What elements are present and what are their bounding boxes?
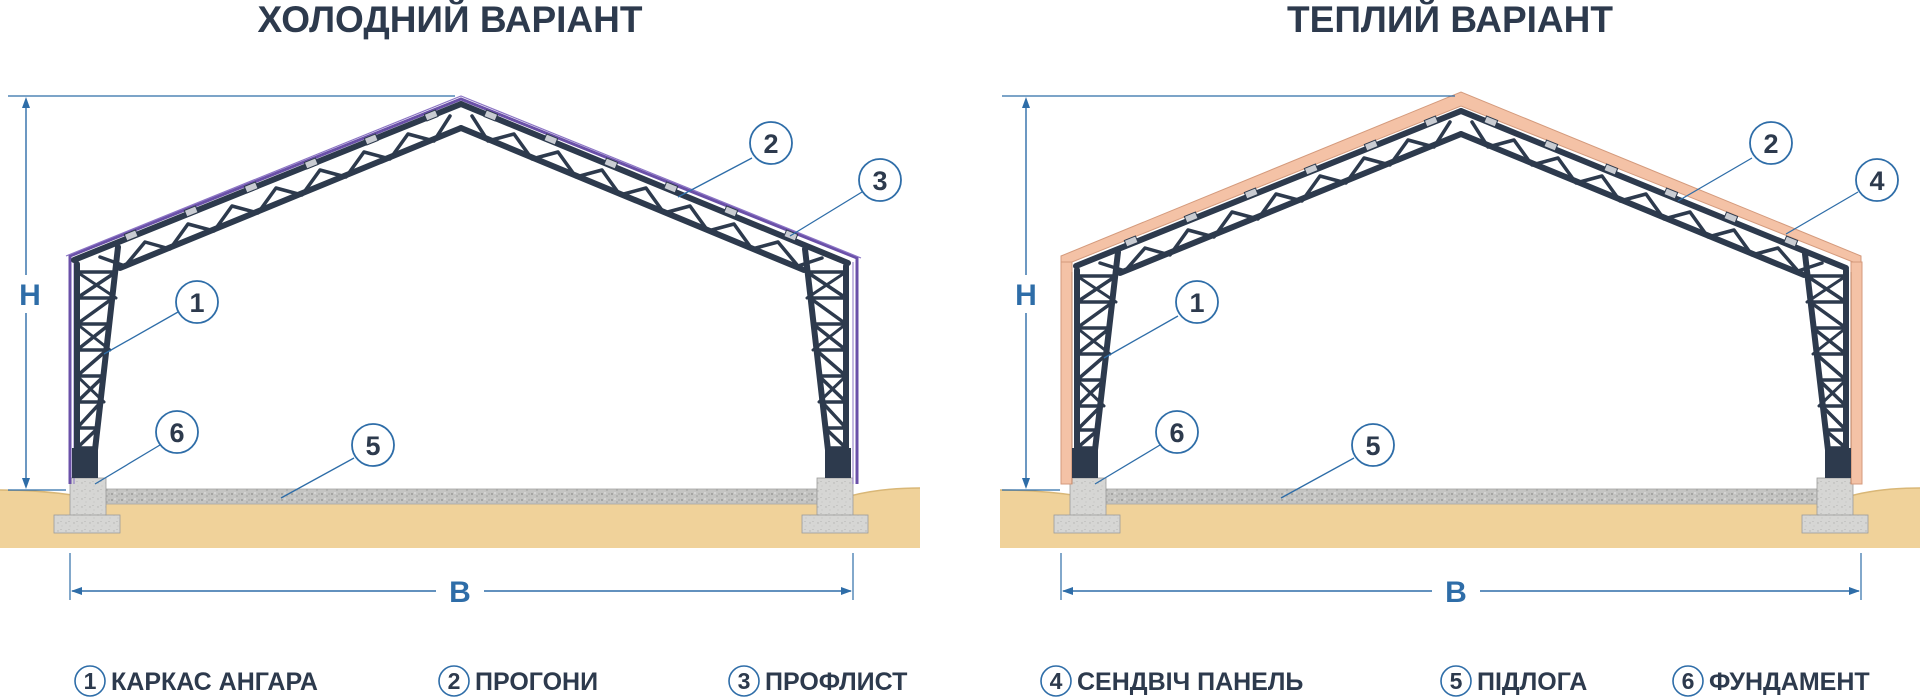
cold-title: ХОЛОДНИЙ ВАРІАНТ (258, 0, 643, 40)
warm-height-label: H (1015, 279, 1037, 312)
svg-text:КАРКАС АНГАРА: КАРКАС АНГАРА (111, 668, 318, 696)
warm-right-rafter (1458, 108, 1849, 278)
warm-sandwich-panel (1060, 91, 1863, 485)
svg-text:5: 5 (365, 431, 380, 461)
svg-text:1: 1 (189, 288, 204, 318)
warm-left-rafter (1073, 108, 1464, 276)
warm-callout-4: 4 (1785, 158, 1899, 235)
svg-text:6: 6 (169, 418, 184, 448)
warm-frame (1072, 108, 1851, 478)
cold-callout-1: 1 (103, 280, 219, 355)
cold-frame (71, 101, 851, 478)
warm-callout-2: 2 (1677, 121, 1793, 202)
cold-left-rafter (71, 101, 464, 271)
warm-purlins (1123, 115, 1799, 248)
cold-variant-panel: ХОЛОДНИЙ ВАРІАНТ (0, 0, 921, 609)
svg-text:4: 4 (1050, 668, 1063, 694)
svg-text:ПІДЛОГА: ПІДЛОГА (1477, 668, 1587, 696)
svg-text:1: 1 (84, 668, 97, 694)
cold-foundation-left (53, 477, 121, 534)
svg-text:СЕНДВІЧ ПАНЕЛЬ: СЕНДВІЧ ПАНЕЛЬ (1077, 668, 1303, 696)
svg-text:2: 2 (1763, 129, 1778, 159)
svg-text:6: 6 (1169, 418, 1184, 448)
cold-width-label: B (449, 576, 471, 609)
cold-width-dimension (69, 553, 854, 600)
warm-variant-panel: ТЕПЛИЙ ВАРІАНТ (999, 0, 1920, 609)
cold-callout-2: 2 (677, 121, 793, 198)
warm-foundation-left (1053, 477, 1121, 534)
cold-left-column (72, 244, 121, 478)
legend: 1 КАРКАС АНГАРА 2 ПРОГОНИ 3 ПРОФЛИСТ 4 С… (74, 665, 1870, 697)
cold-callout-3: 3 (789, 158, 902, 237)
svg-text:4: 4 (1869, 166, 1884, 196)
legend-item-floor: 5 ПІДЛОГА (1440, 665, 1587, 697)
warm-callout-5: 5 (1280, 423, 1395, 499)
svg-text:2: 2 (763, 129, 778, 159)
cold-callout-5: 5 (280, 423, 395, 499)
cold-height-dimension (8, 95, 455, 491)
svg-text:6: 6 (1682, 668, 1695, 694)
warm-title: ТЕПЛИЙ ВАРІАНТ (1287, 0, 1613, 40)
svg-text:5: 5 (1365, 431, 1380, 461)
legend-item-foundation: 6 ФУНДАМЕНТ (1672, 665, 1870, 697)
cold-floor-slab (95, 488, 826, 505)
svg-text:ПРОГОНИ: ПРОГОНИ (475, 668, 598, 696)
warm-right-column (1802, 251, 1851, 478)
warm-width-label: B (1445, 576, 1467, 609)
warm-floor-slab (1095, 488, 1826, 505)
cold-height-label: H (19, 279, 41, 312)
legend-item-purlins: 2 ПРОГОНИ (438, 665, 598, 697)
cold-right-column (802, 246, 851, 478)
warm-callout-1: 1 (1103, 280, 1219, 359)
warm-left-column (1072, 249, 1121, 478)
warm-width-dimension (1060, 553, 1862, 600)
svg-text:3: 3 (738, 668, 751, 694)
warm-foundation-right (1801, 477, 1869, 534)
legend-item-profile-sheet: 3 ПРОФЛИСТ (728, 665, 907, 697)
legend-item-sandwich-panel: 4 СЕНДВІЧ ПАНЕЛЬ (1040, 665, 1303, 697)
svg-text:1: 1 (1189, 288, 1204, 318)
svg-text:3: 3 (872, 166, 887, 196)
warm-callout-6: 6 (1094, 410, 1199, 485)
svg-text:2: 2 (448, 668, 461, 694)
cold-callout-6: 6 (94, 410, 199, 485)
svg-text:5: 5 (1450, 668, 1463, 694)
legend-item-frame: 1 КАРКАС АНГАРА (74, 665, 318, 697)
warm-height-dimension (1002, 95, 1455, 491)
cold-right-rafter (458, 101, 851, 273)
svg-text:ПРОФЛИСТ: ПРОФЛИСТ (765, 668, 907, 696)
svg-text:ФУНДАМЕНТ: ФУНДАМЕНТ (1709, 668, 1870, 696)
